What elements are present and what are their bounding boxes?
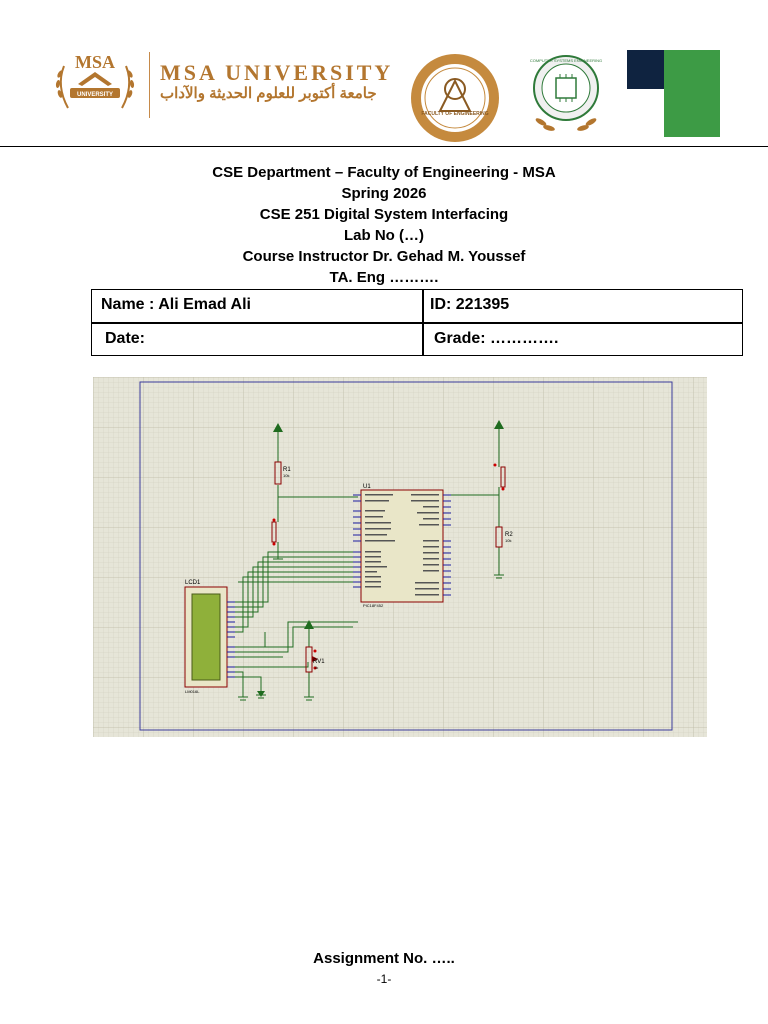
brand-block-green <box>664 50 720 137</box>
u1-pins <box>353 494 451 596</box>
instructor-line: Course Instructor Dr. Gehad M. Youssef <box>242 248 526 265</box>
brand-block-white <box>627 89 664 137</box>
page-number: -1- <box>376 972 392 986</box>
button-left <box>271 521 277 543</box>
header-divider <box>149 52 150 118</box>
date-field: Date: <box>105 330 146 347</box>
course-line: CSE 251 Digital System Interfacing <box>259 206 509 223</box>
button-right <box>500 466 506 488</box>
assignment-number: Assignment No. ….. <box>313 950 455 967</box>
u1-part: PIC18F452 <box>363 603 384 608</box>
lcd-pins <box>227 601 235 678</box>
circuit-schematic: R1 10k R2 10k U1 PIC18F452 <box>93 377 707 737</box>
university-name-arabic: جامعة أكتوبر للعلوم الحديثة والآداب <box>160 85 377 102</box>
table-divider-horizontal <box>92 322 742 324</box>
r2-label: R2 <box>505 532 513 538</box>
resistor-r2 <box>495 526 503 548</box>
u1-label: U1 <box>363 484 371 490</box>
faculty-of-engineering-logo: FACULTY OF ENGINEERING <box>411 54 499 142</box>
u1-pin-text <box>365 494 439 596</box>
r1-label: R1 <box>283 467 291 473</box>
department-line: CSE Department – Faculty of Engineering … <box>212 164 556 181</box>
resistor-r1 <box>274 461 282 485</box>
lcd-label: LCD1 <box>185 580 201 586</box>
rv1-label: RV1 <box>313 659 325 665</box>
faculty-logo-text: FACULTY OF ENGINEERING <box>421 111 488 117</box>
ta-line: TA. Eng ………. <box>329 269 439 286</box>
lab-number-line: Lab No (…) <box>344 227 424 244</box>
r1-value: 10k <box>283 473 289 478</box>
grade-field: Grade: …………. <box>434 330 559 347</box>
msa-logo-subtitle: UNIVERSITY <box>77 92 113 98</box>
semester-line: Spring 2026 <box>341 185 427 202</box>
computer-systems-engineering-logo: COMPUTER SYSTEMS ENGINEERING <box>530 55 602 131</box>
power-terminals <box>273 420 504 629</box>
university-name: MSA UNIVERSITY <box>160 60 394 85</box>
student-name: Name : Ali Emad Ali <box>101 296 251 313</box>
msa-university-logo: MSA UNIVERSITY <box>55 52 135 109</box>
wires <box>235 429 500 697</box>
student-info-table: Name : Ali Emad Ali ID: 221395 Date: Gra… <box>91 289 743 356</box>
cse-logo-text: COMPUTER SYSTEMS ENGINEERING <box>530 58 602 63</box>
lcd-screen <box>191 593 221 681</box>
msa-logo-text: MSA <box>75 52 115 72</box>
lcd-part: LM016L <box>185 689 200 694</box>
sheet-frame <box>139 381 673 731</box>
r2-value: 10k <box>505 538 511 543</box>
header-rule <box>0 146 768 147</box>
rv1-value: 1k <box>314 665 318 670</box>
student-id: ID: 221395 <box>430 296 510 313</box>
